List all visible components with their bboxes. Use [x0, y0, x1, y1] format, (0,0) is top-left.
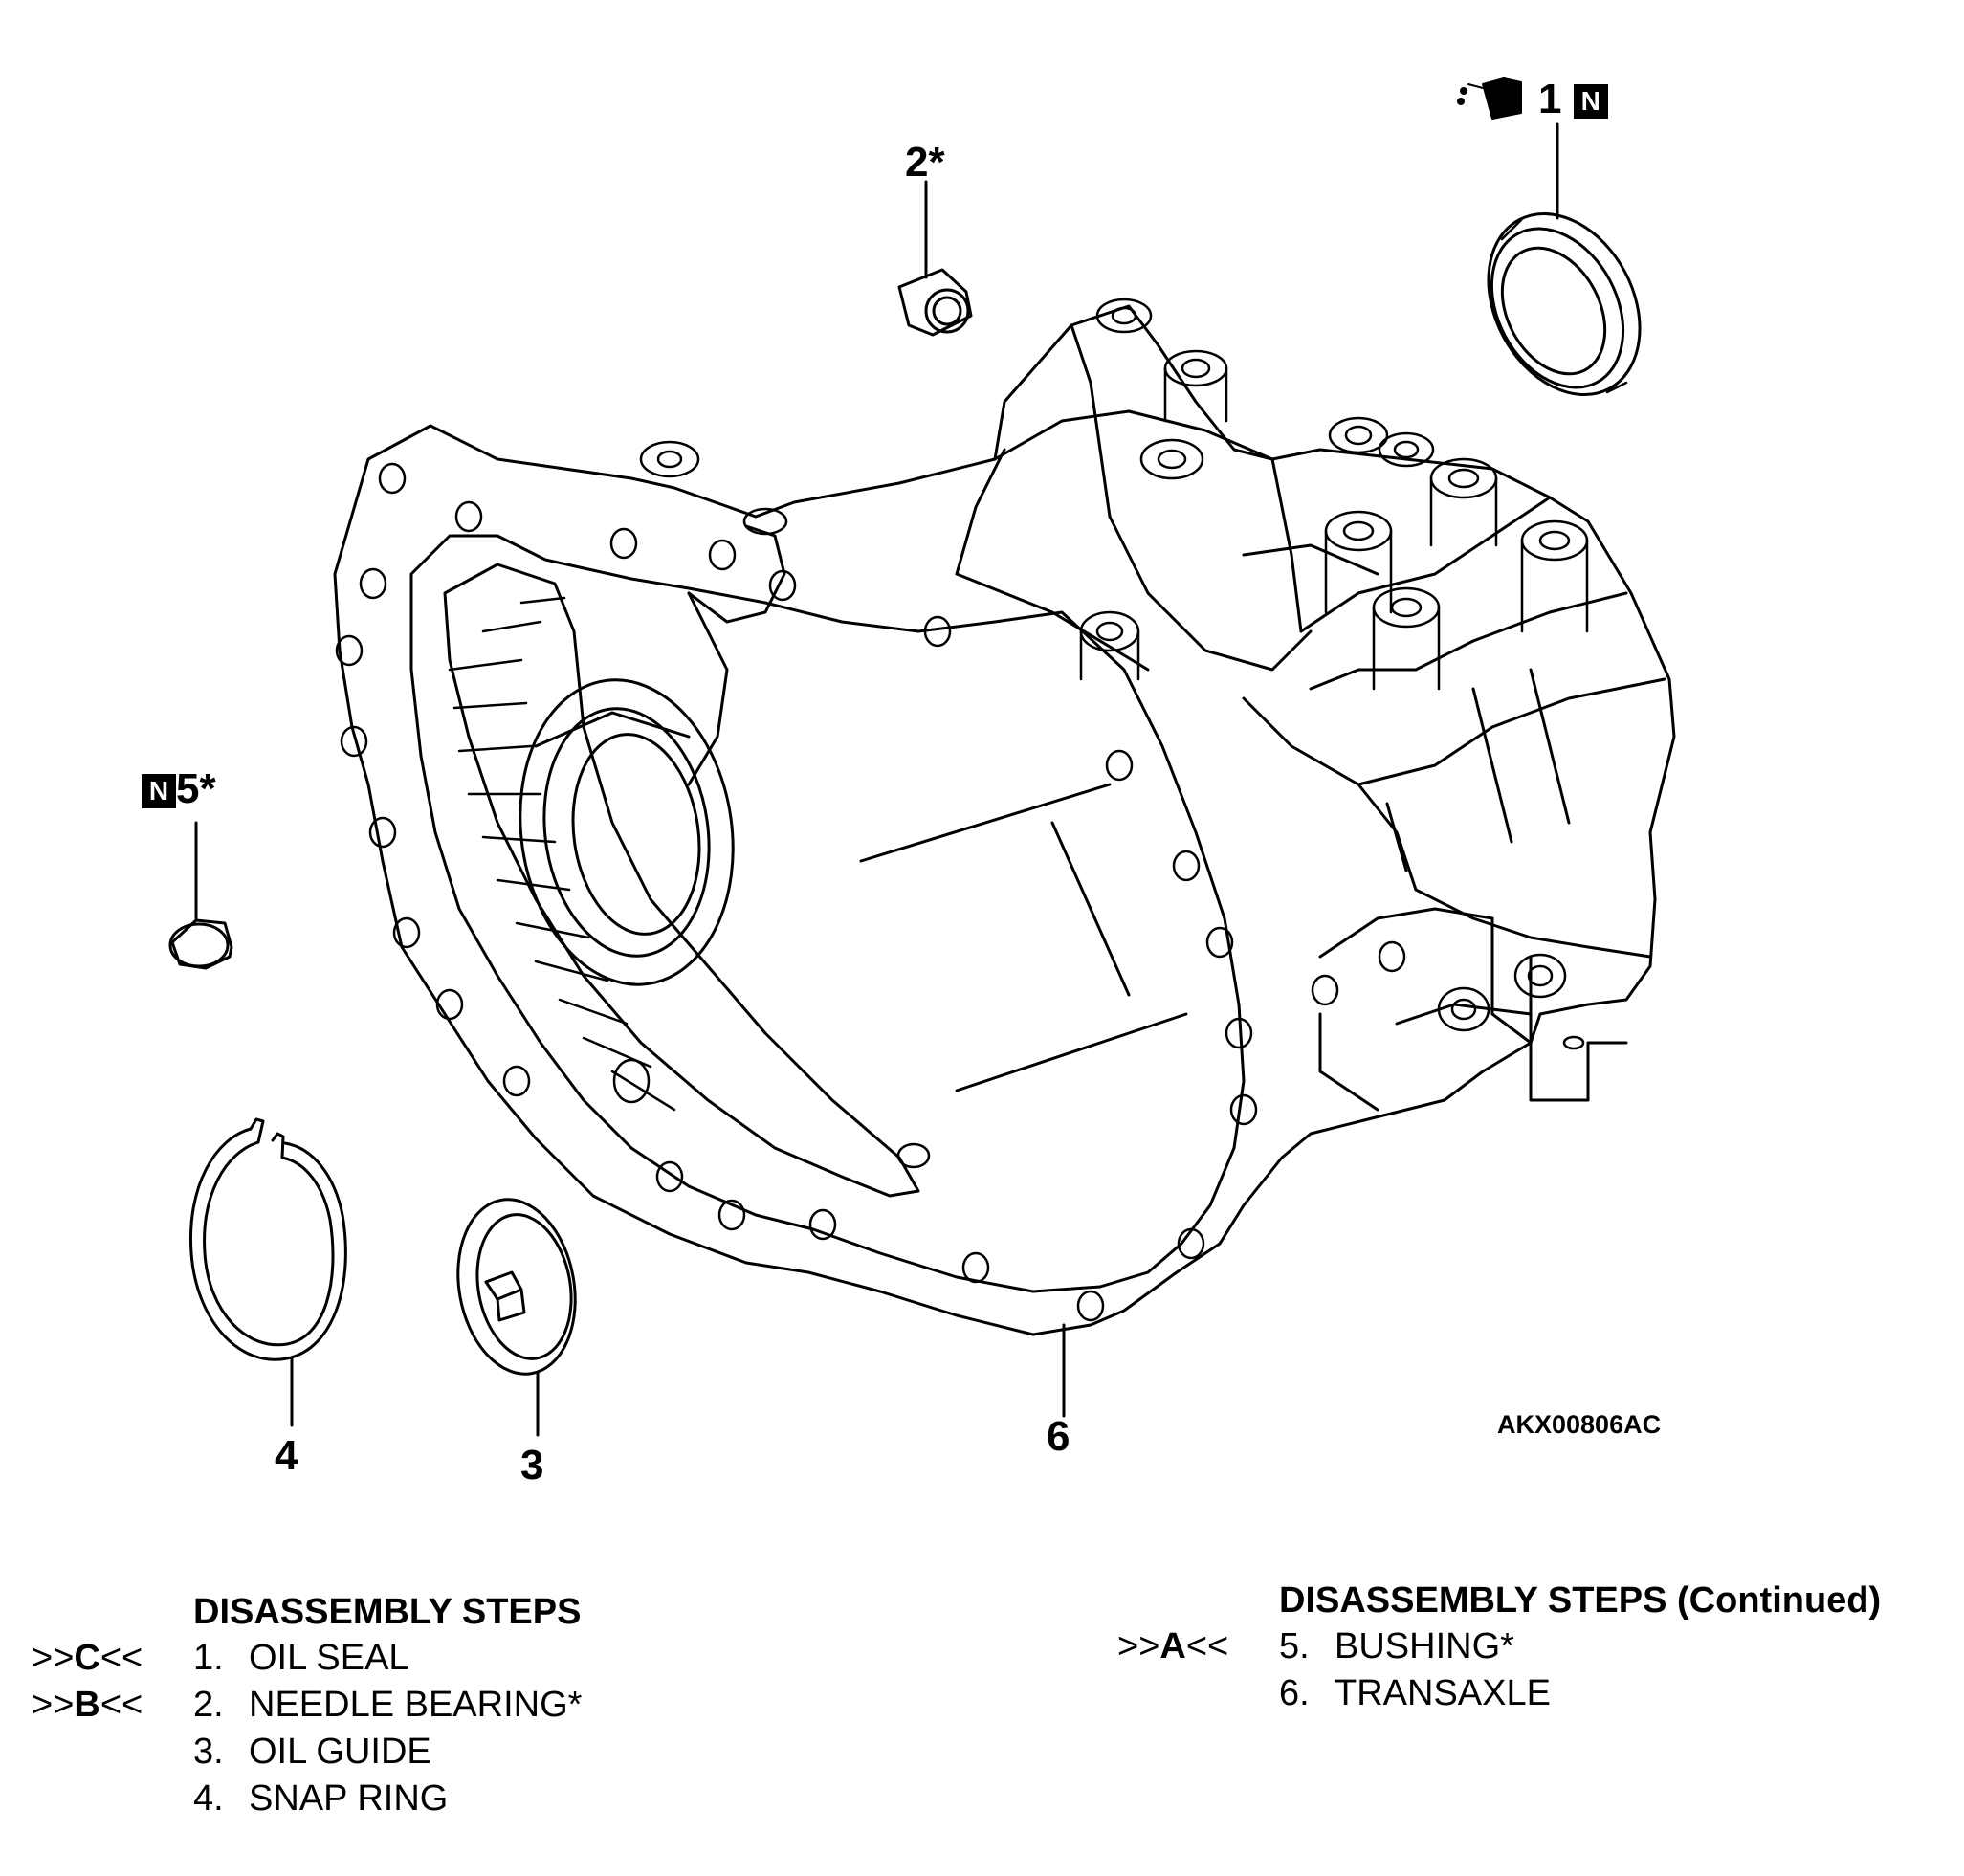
step-label: OIL SEAL [249, 1638, 409, 1678]
figure-id: AKX00806AC [1497, 1410, 1662, 1439]
step-1-ref: >>C<< [32, 1638, 143, 1679]
callout-2: 2* [905, 139, 945, 186]
transaxle-case [333, 298, 1676, 1336]
step-number: 1. [193, 1638, 224, 1678]
apply-oil-icon [1457, 77, 1522, 120]
step-label: SNAP RING [249, 1778, 449, 1819]
callout-6: 6 [1047, 1413, 1070, 1460]
step-4: 4. SNAP RING [193, 1778, 448, 1820]
step-number: 4. [193, 1778, 224, 1819]
steps-left-title: DISASSEMBLY STEPS [193, 1592, 582, 1632]
needle-bearing-part [897, 268, 973, 337]
callout-3: 3 [520, 1442, 544, 1489]
step-6: 6. TRANSAXLE [1279, 1673, 1551, 1714]
step-number: 6. [1279, 1673, 1310, 1713]
step-2: 2. NEEDLE BEARING* [193, 1685, 582, 1726]
snap-ring-part [188, 1117, 347, 1361]
step-label: OIL GUIDE [249, 1732, 431, 1772]
step-number: 5. [1279, 1626, 1310, 1666]
oil-seal-part [1487, 211, 1642, 397]
ref-prefix: >> [1117, 1626, 1160, 1666]
ref-suffix: << [1185, 1626, 1229, 1666]
steps-right-title: DISASSEMBLY STEPS (Continued) [1279, 1580, 1882, 1621]
ref-prefix: >> [32, 1685, 75, 1725]
step-label: TRANSAXLE [1335, 1673, 1551, 1713]
callout-4: 4 [275, 1432, 298, 1479]
step-2-ref: >>B<< [32, 1685, 143, 1726]
callout-5-number: 5* [176, 765, 216, 812]
step-label: BUSHING* [1335, 1626, 1514, 1666]
callout-1-number: 1 [1538, 76, 1562, 122]
oil-guide-part [456, 1198, 577, 1376]
ref-prefix: >> [32, 1638, 75, 1678]
step-3: 3. OIL GUIDE [193, 1732, 431, 1773]
ref-letter: B [74, 1685, 100, 1725]
step-label: NEEDLE BEARING* [249, 1685, 583, 1725]
ref-letter: C [74, 1638, 100, 1678]
step-1: 1. OIL SEAL [193, 1638, 409, 1679]
new-part-badge: N [1573, 84, 1608, 120]
ref-suffix: << [99, 1685, 143, 1725]
step-number: 2. [193, 1685, 224, 1725]
ref-suffix: << [99, 1638, 143, 1678]
callout-1: 1 N [1538, 78, 1608, 121]
step-5: 5. BUSHING* [1279, 1626, 1514, 1667]
step-5-ref: >>A<< [1117, 1626, 1228, 1667]
step-number: 3. [193, 1732, 224, 1772]
ref-letter: A [1159, 1626, 1186, 1666]
bushing-part [168, 918, 233, 970]
new-part-badge: N [142, 774, 176, 809]
